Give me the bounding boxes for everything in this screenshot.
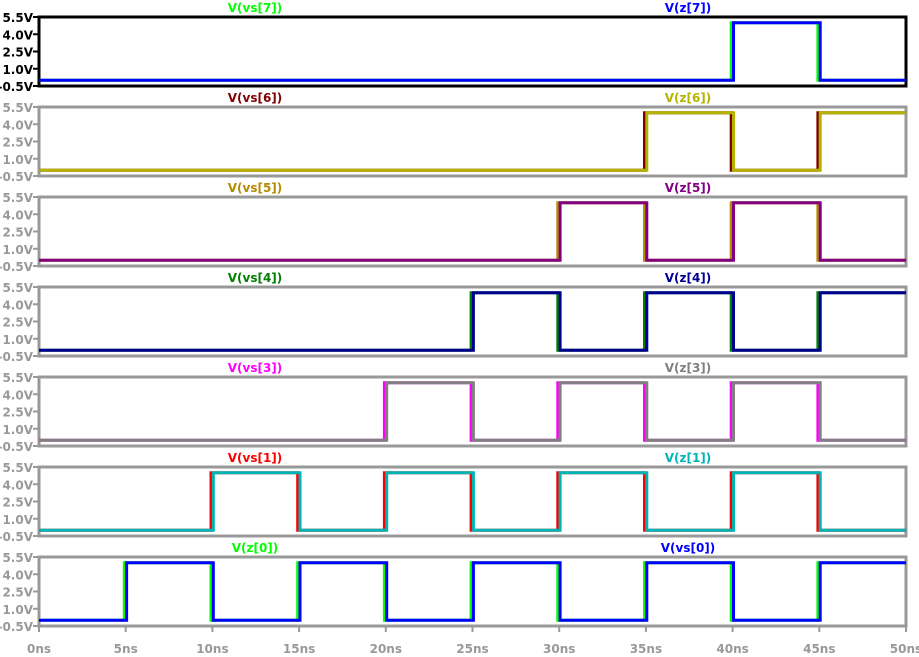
x-tick-label: 30ns xyxy=(543,642,575,656)
y-tick-label: 4.0V xyxy=(2,568,33,582)
x-tick-label: 40ns xyxy=(716,642,748,656)
y-tick-label: 2.5V xyxy=(2,226,33,240)
y-tick-label: 1.0V xyxy=(2,243,33,257)
y-tick-label: 5.5V xyxy=(2,371,33,385)
trace-label[interactable]: V(vs[5]) xyxy=(228,181,283,195)
y-tick-label: 2.5V xyxy=(2,586,33,600)
pane-frame xyxy=(37,105,908,178)
pane-1[interactable]: 5.5V 4.0V 2.5V 1.0V -0.5V V(vs[6]) V(z[6]) xyxy=(0,91,908,184)
x-tick-label: 35ns xyxy=(630,642,662,656)
trace-label[interactable]: V(vs[6]) xyxy=(228,91,283,105)
x-tick-label: 15ns xyxy=(283,642,315,656)
y-tick-label: 1.0V xyxy=(2,63,33,77)
y-tick-label: 2.5V xyxy=(2,406,33,420)
trace-label[interactable]: V(vs[4]) xyxy=(228,271,283,285)
trace-v-z-7-[interactable] xyxy=(39,21,906,82)
trace-v-z-3-[interactable] xyxy=(39,381,906,442)
trace-label[interactable]: V(z[0]) xyxy=(232,541,279,555)
y-tick-label: 2.5V xyxy=(2,46,33,60)
trace-label[interactable]: V(z[1]) xyxy=(665,451,712,465)
y-tick-label: 5.5V xyxy=(2,191,33,205)
y-tick-label: -0.5V xyxy=(0,530,34,544)
y-tick-label: 4.0V xyxy=(2,388,33,402)
trace-v-vs-0-[interactable] xyxy=(39,561,906,622)
x-tick-label: 45ns xyxy=(803,642,835,656)
x-tick-label: 10ns xyxy=(196,642,228,656)
x-tick-label: 0ns xyxy=(27,642,51,656)
trace-label[interactable]: V(z[6]) xyxy=(665,91,712,105)
trace-v-z-0-[interactable] xyxy=(39,561,906,622)
y-tick-label: 2.5V xyxy=(2,316,33,330)
trace-v-z-6-[interactable] xyxy=(39,111,906,172)
x-tick-label: 25ns xyxy=(456,642,488,656)
y-tick-label: 2.5V xyxy=(2,496,33,510)
pane-2[interactable]: 5.5V 4.0V 2.5V 1.0V -0.5V V(vs[5]) V(z[5]) xyxy=(0,181,908,274)
x-tick-label: 20ns xyxy=(370,642,402,656)
trace-label[interactable]: V(vs[3]) xyxy=(228,361,283,375)
y-tick-label: 1.0V xyxy=(2,423,33,437)
trace-label[interactable]: V(z[5]) xyxy=(665,181,712,195)
y-tick-label: 4.0V xyxy=(2,298,33,312)
y-tick-label: 5.5V xyxy=(2,551,33,565)
x-tick-label: 50ns xyxy=(890,642,919,656)
y-tick-label: -0.5V xyxy=(0,620,34,634)
pane-frame xyxy=(37,15,908,88)
y-tick-label: 5.5V xyxy=(2,281,33,295)
y-tick-label: 1.0V xyxy=(2,513,33,527)
y-tick-label: 5.5V xyxy=(2,101,33,115)
y-tick-label: 4.0V xyxy=(2,28,33,42)
trace-label[interactable]: V(z[4]) xyxy=(665,271,712,285)
trace-label[interactable]: V(vs[0]) xyxy=(661,541,716,555)
trace-label[interactable]: V(vs[1]) xyxy=(228,451,283,465)
y-tick-label: 1.0V xyxy=(2,603,33,617)
trace-label[interactable]: V(z[3]) xyxy=(665,361,712,375)
y-tick-label: -0.5V xyxy=(0,80,34,94)
trace-v-vs-7-[interactable] xyxy=(39,21,906,82)
y-tick-label: 5.5V xyxy=(2,461,33,475)
y-tick-label: 2.5V xyxy=(2,136,33,150)
y-tick-label: 4.0V xyxy=(2,208,33,222)
y-tick-label: -0.5V xyxy=(0,440,34,454)
y-tick-label: -0.5V xyxy=(0,350,34,364)
y-tick-label: 4.0V xyxy=(2,118,33,132)
trace-v-z-5-[interactable] xyxy=(39,201,906,262)
pane-4[interactable]: 5.5V 4.0V 2.5V 1.0V -0.5V V(vs[3]) V(z[3]) xyxy=(0,361,908,454)
pane-6[interactable]: 5.5V 4.0V 2.5V 1.0V -0.5V V(z[0]) V(vs[0]) xyxy=(0,541,908,634)
y-tick-label: 4.0V xyxy=(2,478,33,492)
trace-label[interactable]: V(vs[7]) xyxy=(228,1,283,15)
y-tick-label: 5.5V xyxy=(2,11,33,25)
pane-0[interactable]: 5.5V 4.0V 2.5V 1.0V -0.5V V(vs[7]) V(z[7]) xyxy=(0,1,908,94)
trace-label[interactable]: V(z[7]) xyxy=(665,1,712,15)
y-tick-label: -0.5V xyxy=(0,170,34,184)
y-tick-label: 1.0V xyxy=(2,333,33,347)
pane-5[interactable]: 5.5V 4.0V 2.5V 1.0V -0.5V V(vs[1]) V(z[1]) xyxy=(0,451,908,544)
trace-v-vs-4-[interactable] xyxy=(39,291,906,352)
trace-v-vs-6-[interactable] xyxy=(39,111,906,172)
pane-3[interactable]: 5.5V 4.0V 2.5V 1.0V -0.5V V(vs[4]) V(z[4]) xyxy=(0,271,908,364)
trace-v-z-4-[interactable] xyxy=(39,291,906,352)
y-tick-label: -0.5V xyxy=(0,260,34,274)
y-tick-label: 1.0V xyxy=(2,153,33,167)
x-tick-label: 5ns xyxy=(114,642,138,656)
trace-v-vs-5-[interactable] xyxy=(39,201,906,262)
trace-v-z-1-[interactable] xyxy=(39,471,906,532)
pane-frame xyxy=(37,195,908,268)
